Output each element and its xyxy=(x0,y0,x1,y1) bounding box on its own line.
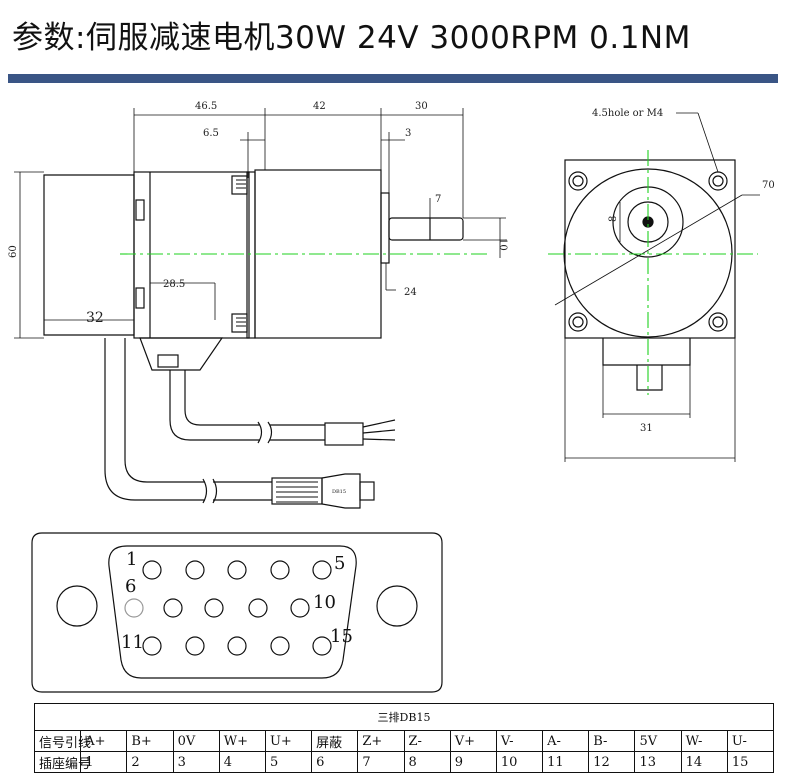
pin-label-6: 6 xyxy=(125,576,136,597)
front-body-circle xyxy=(563,168,733,338)
signal-cell: U- xyxy=(726,730,775,752)
signal-cell: W+ xyxy=(218,730,266,752)
db15-shell-outline xyxy=(31,532,443,693)
title-underline-bar xyxy=(8,74,778,83)
signal-cell: B+ xyxy=(126,730,174,752)
dim-base: 31 xyxy=(640,423,653,434)
signal-cell: 0V xyxy=(172,730,220,752)
lead-exit-block xyxy=(139,337,224,371)
pin-label-15: 15 xyxy=(330,626,353,647)
dim-top-right: 30 xyxy=(415,101,428,112)
dim-boss: 8 xyxy=(608,216,619,222)
dim-cap: 28.5 xyxy=(163,279,185,290)
dim-shaft: 10 xyxy=(497,238,508,251)
db15-insert-outline xyxy=(108,545,357,679)
pin-cell: 8 xyxy=(403,751,451,773)
pin-cell: 11 xyxy=(542,751,590,773)
pin-label-10: 10 xyxy=(313,592,336,613)
pin-label-5: 5 xyxy=(334,553,345,574)
db15-mount-hole-left xyxy=(56,585,98,627)
pin-cell: 3 xyxy=(172,751,220,773)
signal-cell: Z- xyxy=(403,730,451,752)
dim-inner-left: 6.5 xyxy=(203,128,219,139)
connector-label: DB15 xyxy=(332,489,346,495)
signal-cell: W- xyxy=(680,730,728,752)
pin-cell: 13 xyxy=(634,751,682,773)
pin-cell: 15 xyxy=(726,751,775,773)
pin-label-11: 11 xyxy=(121,632,144,653)
dim-key: 7 xyxy=(435,194,441,205)
signal-cell: 屏蔽 xyxy=(311,730,359,752)
heat-shrink xyxy=(324,422,364,446)
pin-cell: 6 xyxy=(311,751,359,773)
pin-cell: 2 xyxy=(126,751,174,773)
pinout-caption: 三排DB15 xyxy=(34,703,774,731)
dim-height: 60 xyxy=(8,245,19,258)
motor-rear-housing xyxy=(133,171,250,339)
screw-bottom xyxy=(231,313,248,333)
db15-plug-head xyxy=(321,473,361,509)
signal-cell: V- xyxy=(495,730,544,752)
page-title: 参数:伺服减速电机30W 24V 3000RPM 0.1NM xyxy=(12,20,691,56)
dim-flange: 24 xyxy=(404,287,417,298)
signal-cell: A+ xyxy=(80,730,128,752)
screw-top xyxy=(231,175,248,195)
signal-cell: Z+ xyxy=(357,730,405,752)
pin-cell: 14 xyxy=(680,751,728,773)
db15-pins xyxy=(124,560,332,656)
pin-row-header: 插座编号 xyxy=(33,751,91,773)
flange-outline xyxy=(380,192,390,264)
dim-bottom: 32 xyxy=(86,310,104,326)
dim-top-mid: 42 xyxy=(313,101,326,112)
signal-cell: 5V xyxy=(634,730,682,752)
signal-cell: V+ xyxy=(449,730,497,752)
pin-label-1: 1 xyxy=(126,549,137,570)
signal-cell: U+ xyxy=(264,730,313,752)
hole-label: 4.5hole or M4 xyxy=(592,108,663,119)
pin-cell: 9 xyxy=(449,751,497,773)
pin-cell: 5 xyxy=(264,751,313,773)
signal-cell: A- xyxy=(542,730,590,752)
motor-drawing: 46.5 42 30 6.5 3 60 7 10 24 28.5 32 DB15… xyxy=(8,101,775,693)
pin-cell: 10 xyxy=(495,751,544,773)
pin-cell: 7 xyxy=(357,751,405,773)
pin-cell: 12 xyxy=(588,751,636,773)
pin-cell: 4 xyxy=(218,751,266,773)
shaft-outline xyxy=(388,217,464,241)
pin-cell: 1 xyxy=(80,751,128,773)
front-flange-outline xyxy=(564,159,736,339)
dim-inner-right: 3 xyxy=(405,128,411,139)
signal-row-header: 信号引线 xyxy=(33,730,91,752)
db15-mount-hole-right xyxy=(376,585,418,627)
signal-cell: B- xyxy=(588,730,636,752)
dim-top-left: 46.5 xyxy=(195,101,217,112)
dim-diag: 70 xyxy=(762,180,775,191)
